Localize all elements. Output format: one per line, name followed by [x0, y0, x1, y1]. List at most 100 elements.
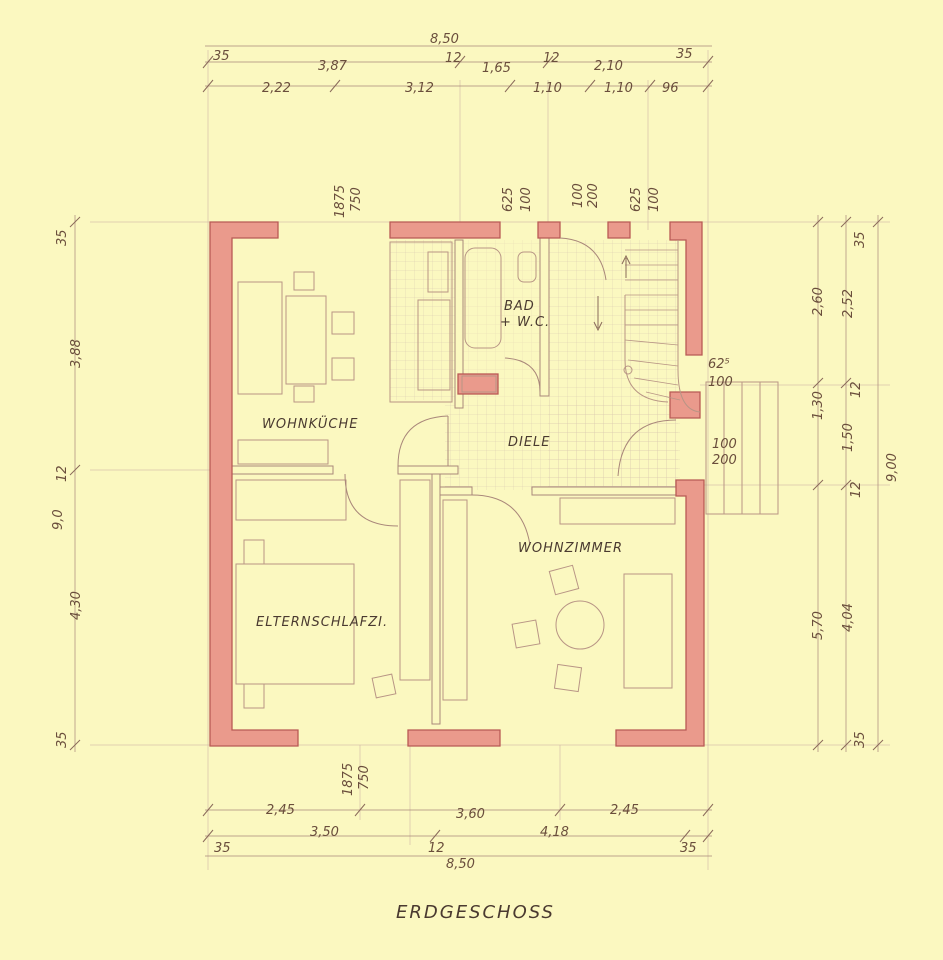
dim-top-r2-4: 96 — [662, 81, 679, 96]
dim-right-total: 9,00 — [885, 453, 900, 482]
dim-entrance-2: 100 — [712, 437, 737, 452]
kitchen-chair — [331, 357, 355, 381]
dim-top-total: 8,50 — [430, 32, 459, 47]
dim-right-r2-6: 35 — [853, 731, 868, 748]
dim-opening-0: 1875 — [333, 185, 348, 218]
door-swings — [344, 237, 677, 546]
dim-bottom-opening-0: 1875 — [341, 763, 356, 796]
tiled-floor — [390, 240, 680, 490]
room-label-bad: BAD — [504, 299, 535, 314]
wall-west — [209, 221, 299, 747]
dim-top-r1-3: 1,65 — [482, 61, 511, 76]
dim-top-r1-6: 35 — [676, 47, 693, 62]
dim-top-r1-0: 35 — [213, 49, 230, 64]
kitchen-chair — [293, 271, 315, 291]
night-table — [243, 683, 265, 709]
wall-north-east — [669, 221, 703, 356]
wardrobe — [235, 479, 347, 521]
plan-title: ERDGESCHOSS — [396, 902, 555, 923]
kitchen-bench — [237, 281, 283, 395]
wall-north-bath — [389, 221, 501, 239]
dim-right-r2-0: 35 — [853, 231, 868, 248]
dim-right-r1-0: 2,60 — [811, 287, 826, 316]
wall-east-south — [615, 479, 705, 747]
kitchen-chair — [293, 385, 315, 403]
dim-opening-4: 100 — [571, 183, 586, 208]
sideboard — [559, 497, 676, 525]
bathtub — [464, 247, 502, 349]
dim-bottom-r1-0: 2,45 — [266, 803, 295, 818]
room-label-elternschlafzimmer: ELTERNSCHLAFZI. — [256, 615, 388, 630]
dim-right-r2-5: 4,04 — [841, 603, 856, 632]
wall-pier-2 — [607, 221, 631, 239]
dim-left-3: 4,30 — [69, 591, 84, 620]
dim-bottom-r3-1: 12 — [428, 841, 445, 856]
wall-entrance-pier — [669, 391, 701, 419]
dimension-texts: 8,50 35 3,87 12 1,65 12 2,10 35 2,22 3,1… — [51, 32, 900, 872]
armchair — [511, 619, 541, 649]
dim-opening-1: 750 — [349, 187, 364, 212]
dim-top-r1-1: 3,87 — [318, 59, 348, 74]
wall-south-middle — [407, 729, 501, 747]
dim-left-1: 3,88 — [69, 339, 84, 368]
stool — [371, 673, 397, 699]
dim-right-r1-1: 1,30 — [811, 391, 826, 420]
dim-entrance-1: 100 — [708, 375, 733, 390]
dim-top-r2-1: 3,12 — [405, 81, 434, 96]
dim-opening-5: 200 — [586, 183, 601, 208]
dim-left-2: 12 — [55, 465, 70, 482]
stair-post — [623, 365, 633, 375]
room-label-wohnzimmer: WOHNZIMMER — [518, 541, 623, 556]
cabinet-wall — [442, 499, 468, 701]
room-labels: WOHNKÜCHE DIELE BAD + W.C. WOHNZIMMER EL… — [256, 299, 623, 630]
coffee-table — [555, 600, 605, 650]
kitchen-stove — [417, 299, 451, 391]
dim-opening-6: 625 — [629, 187, 644, 212]
kitchen-cabinet — [389, 241, 453, 403]
dim-opening-3: 100 — [519, 187, 534, 212]
dim-left-total: 9,0 — [51, 509, 66, 530]
dim-top-r1-5: 2,10 — [594, 59, 623, 74]
dim-bottom-r2-0: 3,50 — [310, 825, 339, 840]
exterior-walls — [209, 221, 705, 747]
sofa — [623, 573, 673, 689]
dim-top-r2-2: 1,10 — [533, 81, 562, 96]
kitchen-table — [285, 295, 327, 385]
washbasin — [461, 375, 497, 393]
dim-opening-7: 100 — [647, 187, 662, 212]
dim-right-r2-2: 12 — [849, 381, 864, 398]
armchair — [548, 564, 580, 596]
kitchen-counter — [237, 439, 329, 465]
toilet — [517, 251, 537, 283]
wardrobe-tall — [399, 479, 431, 681]
dim-bottom-opening-1: 750 — [357, 765, 372, 790]
dim-bottom-r1-2: 2,45 — [610, 803, 639, 818]
dim-bottom-r1-1: 3,60 — [456, 807, 485, 822]
bed — [235, 563, 355, 685]
room-label-wc: + W.C. — [500, 315, 550, 330]
dim-left-4: 35 — [55, 731, 70, 748]
dim-right-r2-1: 2,52 — [841, 289, 856, 318]
dim-top-r1-4: 12 — [543, 51, 560, 66]
staircase-inner — [624, 295, 669, 403]
dim-entrance-0: 62⁵ — [708, 357, 730, 372]
room-label-diele: DIELE — [508, 435, 551, 450]
dim-top-r2-3: 1,10 — [604, 81, 633, 96]
wall-bath-block — [457, 373, 499, 395]
room-label-wohnkueche: WOHNKÜCHE — [262, 415, 358, 432]
kitchen-sink — [427, 251, 449, 293]
dim-bottom-r3-0: 35 — [214, 841, 231, 856]
dim-entrance-3: 200 — [712, 453, 737, 468]
dim-top-r2-0: 2,22 — [262, 81, 291, 96]
furniture — [235, 240, 779, 709]
dim-right-r1-2: 5,70 — [811, 611, 826, 640]
dim-left-0: 35 — [55, 229, 70, 246]
dim-bottom-r2-1: 4,18 — [540, 825, 569, 840]
kitchen-chair — [331, 311, 355, 335]
staircase-outer — [677, 240, 701, 413]
armchair — [553, 663, 583, 693]
dim-bottom-total: 8,50 — [446, 857, 475, 872]
interior-walls — [227, 235, 683, 725]
